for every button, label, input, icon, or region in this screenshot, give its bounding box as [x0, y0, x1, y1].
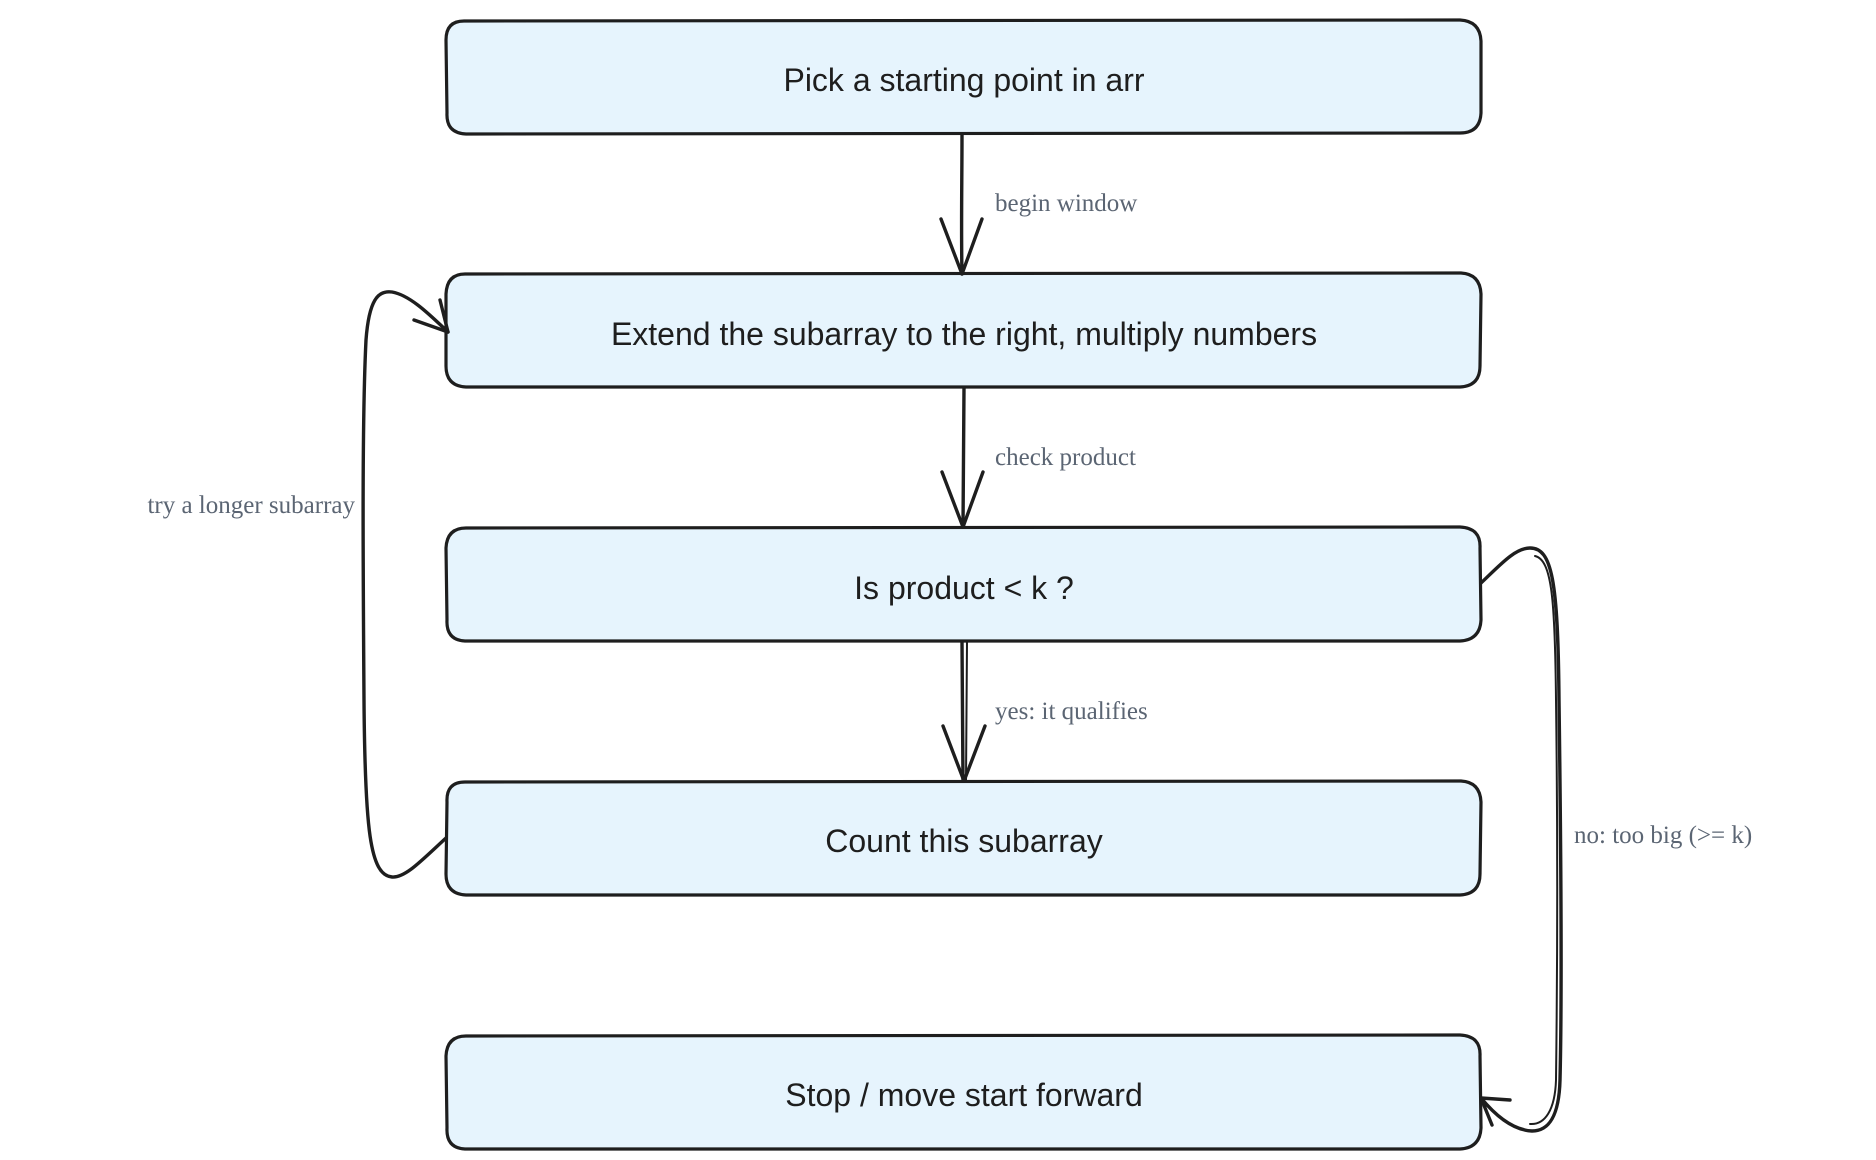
node-count[interactable]: Count this subarray [444, 779, 1483, 897]
edge-yes-qualifies: yes: it qualifies [941, 640, 1148, 783]
node-label: Pick a starting point in arr [783, 62, 1144, 98]
edge-check-product: check product [940, 386, 1136, 529]
edge-line [361, 290, 450, 879]
arrowhead-icon [412, 298, 450, 334]
node-box [444, 271, 1483, 389]
edge-label: begin window [995, 190, 1137, 217]
node-box [444, 18, 1483, 136]
node-extend[interactable]: Extend the subarray to the right, multip… [444, 271, 1483, 389]
edge-line [961, 386, 966, 529]
edge-no-too-big: no: too big (>= k) [1479, 546, 1752, 1133]
edge-line [1479, 546, 1563, 1133]
node-box [444, 1033, 1483, 1151]
edge-line [960, 640, 965, 783]
edge-label: no: too big (>= k) [1574, 822, 1752, 849]
node-label: Is product < k ? [854, 570, 1074, 606]
node-check[interactable]: Is product < k ? [444, 525, 1483, 643]
edge-line [965, 641, 968, 782]
node-label: Count this subarray [825, 823, 1102, 859]
node-box [444, 779, 1483, 897]
edge-line [1529, 555, 1559, 1126]
arrowhead-icon [940, 470, 985, 529]
edge-label: check product [995, 444, 1136, 471]
edge-try-longer: try a longer subarray [147, 290, 450, 879]
node-pick-start[interactable]: Pick a starting point in arr [444, 18, 1483, 136]
arrowhead-icon [1479, 1096, 1512, 1127]
node-stop[interactable]: Stop / move start forward [444, 1033, 1483, 1151]
arrowhead-icon [941, 724, 987, 783]
edge-label: yes: it qualifies [995, 698, 1148, 725]
node-label: Stop / move start forward [785, 1077, 1142, 1113]
edge-begin-window: begin window [939, 133, 1137, 276]
edge-label: try a longer subarray [147, 492, 355, 519]
node-label: Extend the subarray to the right, multip… [611, 316, 1317, 352]
node-box [444, 525, 1483, 643]
arrowhead-icon [939, 217, 984, 276]
